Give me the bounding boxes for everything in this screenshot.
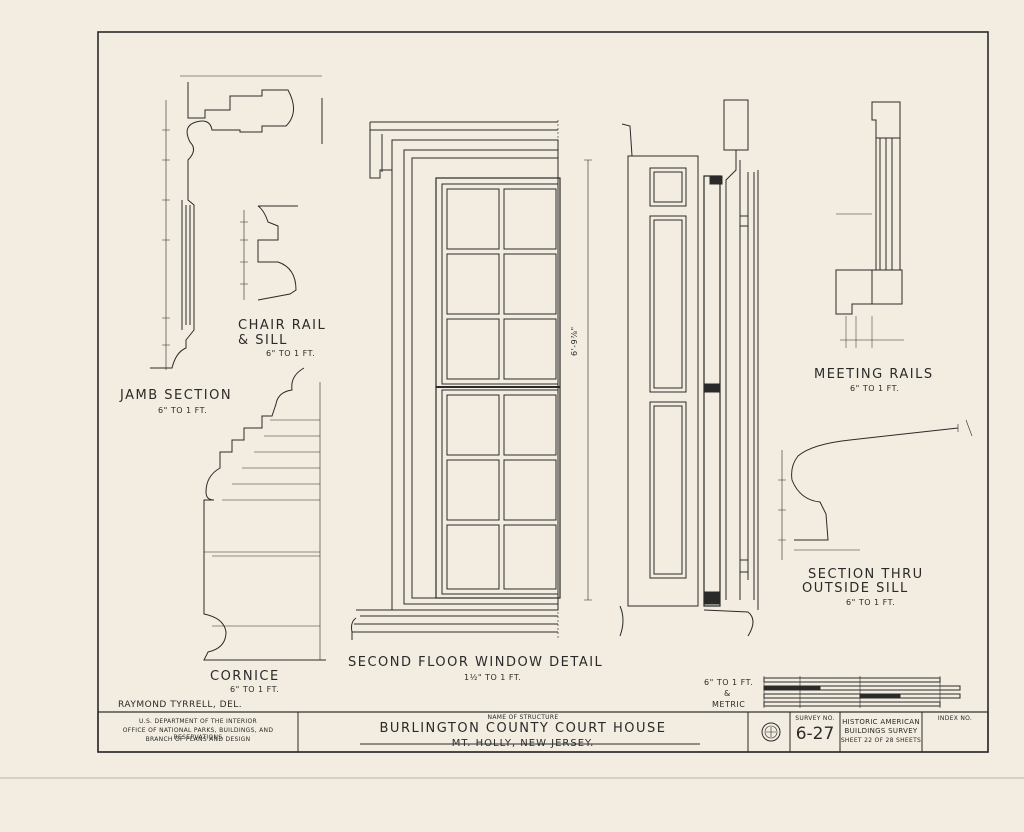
window-detail-title: SECOND FLOOR WINDOW DETAIL (348, 655, 604, 670)
jamb-section-scale: 6" TO 1 FT. (158, 406, 208, 415)
meeting-rails-title: MEETING RAILS (814, 367, 934, 382)
chair-rail-scale: 6" TO 1 FT. (266, 349, 316, 358)
jamb-section-title: JAMB SECTION (120, 388, 233, 403)
outside-sill-title-2: OUTSIDE SILL (802, 581, 909, 596)
chair-rail-title: CHAIR RAIL (238, 318, 327, 333)
outside-sill-title: SECTION THRU (808, 567, 924, 582)
agency-line-2: OFFICE OF NATIONAL PARKS, BUILDINGS, AND… (122, 727, 274, 741)
survey-number: 6-27 (795, 724, 835, 744)
cornice-scale: 6" TO 1 FT. (230, 685, 280, 694)
agency-line-1: U.S. DEPARTMENT OF THE INTERIOR (139, 718, 257, 725)
metric-scale-label: 6" TO 1 FT. (704, 678, 754, 687)
habs-seal (761, 722, 781, 742)
chair-rail-profile (240, 205, 298, 301)
structure-location: MT. HOLLY, NEW JERSEY. (451, 738, 595, 749)
meeting-rails-profile (835, 101, 904, 348)
structure-name: BURLINGTON COUNTY COURT HOUSE (379, 721, 667, 736)
structure-caption: NAME OF STRUCTURE (487, 714, 559, 721)
shutter-and-section (619, 99, 759, 637)
cornice-title: CORNICE (210, 669, 280, 684)
metric-scale-metric: METRIC (712, 700, 746, 709)
metric-scale-ampersand: & (724, 689, 731, 698)
outside-sill-scale: 6" TO 1 FT. (846, 598, 896, 607)
survey-caption: SURVEY NO. (795, 715, 835, 722)
habs-line-1: HISTORIC AMERICAN (842, 718, 920, 726)
chair-rail-title-2: & SILL (238, 333, 288, 348)
meeting-rails-scale: 6" TO 1 FT. (850, 384, 900, 393)
title-block-frame (97, 711, 989, 753)
jamb-section-profile (150, 75, 323, 370)
window-detail-scale: 1½" TO 1 FT. (464, 673, 522, 682)
graphic-scale (763, 676, 961, 708)
cornice-profile (203, 367, 326, 661)
delineator-credit: RAYMOND TYRRELL, DEL. (118, 700, 243, 710)
agency-line-3: BRANCH OF PLANS AND DESIGN (145, 736, 251, 743)
habs-line-2: BUILDINGS SURVEY (844, 727, 918, 735)
outside-sill-profile (778, 419, 973, 560)
index-caption: INDEX NO. (937, 715, 973, 722)
window-elevation (351, 120, 592, 640)
window-height-dimension: 6'-9⅞" (570, 326, 579, 356)
sheet-number: SHEET 22 OF 28 SHEETS (840, 737, 922, 744)
